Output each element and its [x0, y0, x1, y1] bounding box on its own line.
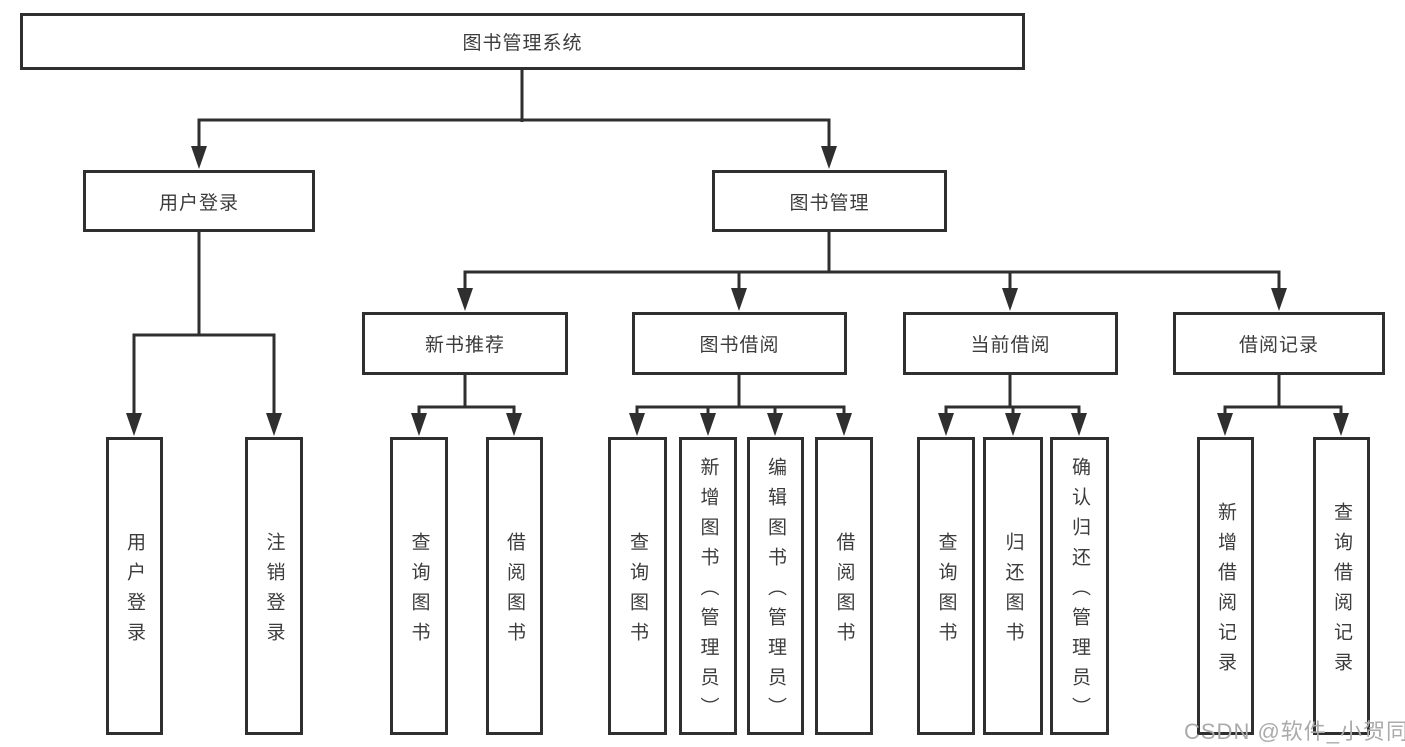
node-current-borrow: 当前借阅 [903, 312, 1118, 375]
leaf-query-books-3: 查询图书 [917, 437, 975, 735]
leaf-add-borrow-record-label: 新增借阅记录 [1215, 501, 1236, 682]
tree-edges [126, 70, 1349, 436]
leaf-add-books-admin: 新增图书（管理员） [679, 437, 737, 735]
leaf-return-books-label: 归还图书 [1002, 531, 1024, 652]
node-book-management: 图书管理 [712, 170, 947, 232]
leaf-add-books-admin-label: 新增图书（管理员） [697, 456, 719, 727]
leaf-confirm-return-admin-label: 确认归还（管理员） [1069, 456, 1090, 727]
leaf-borrow-books-1-label: 借阅图书 [504, 531, 525, 652]
leaf-return-books: 归还图书 [983, 437, 1043, 735]
node-root-label: 图书管理系统 [462, 33, 583, 54]
leaf-borrow-books-2-label: 借阅图书 [833, 531, 855, 652]
leaf-borrow-books-2: 借阅图书 [815, 437, 873, 735]
leaf-query-books-1-label: 查询图书 [408, 531, 430, 652]
leaf-query-books-2-label: 查询图书 [627, 531, 648, 652]
leaf-confirm-return-admin: 确认归还（管理员） [1050, 437, 1109, 735]
watermark-text: CSDN @软件_小贺同学 [1184, 719, 1405, 744]
leaf-borrow-books-1: 借阅图书 [486, 437, 543, 735]
arrowheads [126, 146, 1349, 436]
leaf-query-books-2: 查询图书 [608, 437, 667, 735]
leaf-user-login-label: 用户登录 [124, 531, 145, 652]
node-user-login: 用户登录 [83, 170, 315, 232]
leaf-user-login: 用户登录 [106, 437, 163, 735]
leaf-logout-label: 注销登录 [263, 531, 285, 652]
node-borrow-records: 借阅记录 [1173, 312, 1385, 375]
node-book-borrow-label: 图书借阅 [699, 335, 780, 356]
leaf-logout: 注销登录 [245, 437, 303, 735]
node-new-book-recommend: 新书推荐 [362, 312, 568, 375]
node-borrow-records-label: 借阅记录 [1238, 335, 1319, 356]
leaf-query-borrow-records-label: 查询借阅记录 [1331, 501, 1352, 682]
leaf-query-books-3-label: 查询图书 [935, 531, 957, 652]
node-book-management-label: 图书管理 [789, 192, 870, 214]
node-current-borrow-label: 当前借阅 [970, 335, 1051, 356]
node-book-borrow: 图书借阅 [632, 312, 847, 375]
leaf-query-borrow-records: 查询借阅记录 [1313, 437, 1370, 735]
leaf-edit-books-admin-label: 编辑图书（管理员） [765, 456, 786, 727]
node-user-login-label: 用户登录 [158, 192, 239, 214]
node-root: 图书管理系统 [20, 13, 1025, 70]
leaf-edit-books-admin: 编辑图书（管理员） [747, 437, 804, 735]
leaf-query-books-1: 查询图书 [390, 437, 448, 735]
node-new-book-recommend-label: 新书推荐 [424, 335, 505, 356]
leaf-add-borrow-record: 新增借阅记录 [1197, 437, 1254, 735]
